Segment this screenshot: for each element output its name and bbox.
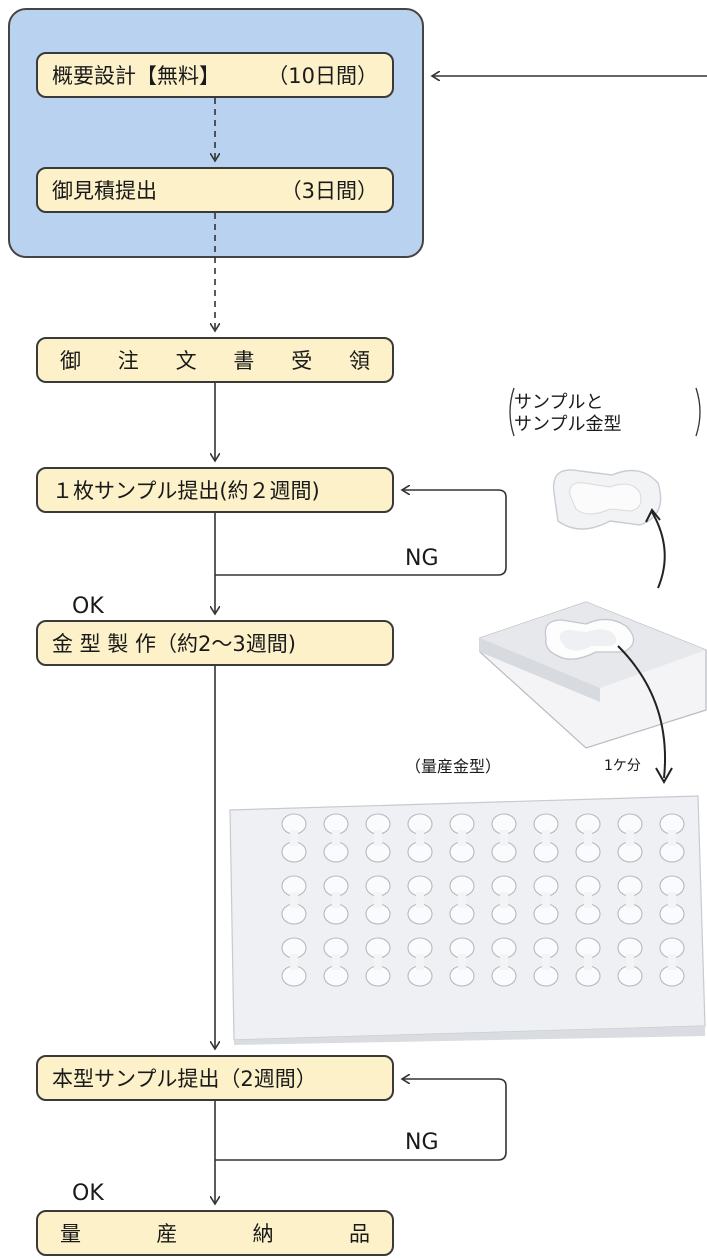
step-order-receipt: 御 注 文 書 受 領: [36, 337, 394, 383]
ng-label-2: NG: [405, 1130, 439, 1155]
mold-cavity-neck: [668, 892, 676, 908]
step-mold-making: 金 型 製 作（約2～3週間): [36, 620, 394, 666]
step-estimate-duration: （3日間）: [280, 179, 378, 203]
step-outline-design: 概要設計【無料】 （10日間）: [36, 52, 394, 98]
mold-cavity-neck: [332, 830, 340, 846]
mold-cavity-neck: [584, 892, 592, 908]
mold-cavity-neck: [542, 954, 550, 970]
mold-cavity-grid: [281, 813, 685, 987]
mass-mold-image: [229, 795, 706, 1045]
mold-cavity-neck: [626, 954, 634, 970]
order-char: 御: [60, 349, 81, 373]
delivery-char: 品: [348, 1222, 370, 1246]
mold-cavity-neck: [458, 892, 466, 908]
mold-cavity-neck: [668, 830, 676, 846]
step-single-sample: １枚サンプル提出(約２週間): [36, 467, 394, 513]
mold-cavity-neck: [626, 892, 634, 908]
step-estimate: 御見積提出 （3日間）: [36, 167, 394, 213]
step-production-sample-label: 本型サンプル提出（2週間）: [52, 1067, 317, 1091]
delivery-char: 納: [252, 1222, 274, 1246]
mold-cavity-neck: [374, 830, 382, 846]
order-char: 書: [233, 349, 255, 373]
mold-cavity-neck: [500, 954, 508, 970]
step-mold-making-label: 金 型 製 作（約2～3週間): [52, 632, 296, 656]
delivery-char: 産: [156, 1222, 178, 1246]
mold-cavity-neck: [542, 892, 550, 908]
ng-label-1: NG: [405, 546, 439, 571]
order-char: 受: [291, 349, 313, 373]
mold-cavity-neck: [668, 954, 676, 970]
ok-label-1: OK: [72, 594, 104, 619]
mold-cavity-neck: [332, 892, 340, 908]
mold-cavity-neck: [584, 954, 592, 970]
step-production-sample: 本型サンプル提出（2週間）: [36, 1055, 394, 1101]
step-outline-design-duration: （10日間）: [267, 64, 378, 88]
mold-cavity-neck: [626, 830, 634, 846]
step-single-sample-label: １枚サンプル提出(約２週間): [52, 479, 320, 503]
curved-arrow-down: [617, 645, 673, 785]
mold-cavity-neck: [290, 830, 298, 846]
mold-cavity-neck: [290, 892, 298, 908]
ng-loop-2: [215, 1079, 507, 1161]
one-cavity-caption: 1ケ分: [604, 758, 641, 774]
mold-cavity-neck: [332, 954, 340, 970]
order-char: 注: [117, 349, 139, 373]
mold-cavity-neck: [584, 830, 592, 846]
sample-caption-line1: サンプルと: [514, 392, 604, 413]
mold-cavity-neck: [416, 954, 424, 970]
sample-caption-line2: サンプル金型: [514, 414, 622, 435]
mold-cavity-neck: [374, 954, 382, 970]
order-char: 領: [348, 349, 370, 373]
mold-cavity-neck: [458, 954, 466, 970]
mold-cavity-neck: [374, 892, 382, 908]
ng-loop-1: [215, 490, 507, 576]
free-design-panel: [8, 8, 424, 258]
mold-cavity-neck: [458, 830, 466, 846]
mold-cavity-neck: [542, 830, 550, 846]
delivery-char: 量: [60, 1222, 81, 1246]
mold-cavity-neck: [500, 892, 508, 908]
sample-mold-image: [479, 601, 707, 749]
step-outline-design-label: 概要設計【無料】: [52, 64, 220, 88]
mold-cavity-neck: [500, 830, 508, 846]
mold-cavity-neck: [416, 892, 424, 908]
mold-cavity-neck: [290, 954, 298, 970]
order-char: 文: [175, 349, 197, 373]
ok-label-2: OK: [72, 1181, 104, 1206]
step-mass-delivery: 量 産 納 品: [36, 1210, 394, 1256]
step-estimate-label: 御見積提出: [52, 179, 157, 203]
sample-caption-parens: [509, 387, 701, 437]
mass-mold-caption: （量産金型）: [405, 757, 502, 776]
curved-arrow-up: [645, 508, 666, 589]
mold-cavity-neck: [416, 830, 424, 846]
sample-piece-image: [552, 469, 662, 530]
